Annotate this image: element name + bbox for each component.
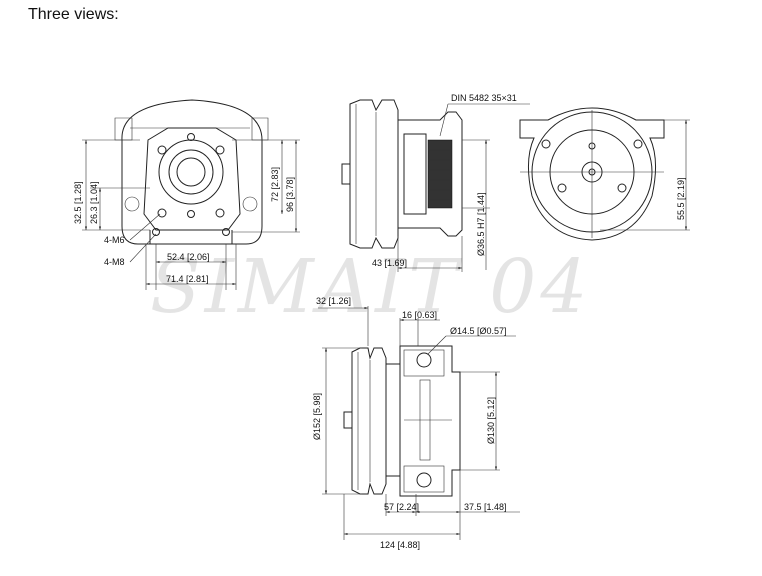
m6-hole-1	[157, 145, 167, 155]
top-pulley	[351, 347, 387, 495]
front-foot	[149, 230, 233, 245]
front-bore-inner	[176, 157, 206, 187]
side-spline-teeth	[428, 149, 452, 201]
rear-hole-3	[557, 183, 567, 193]
top-body-neck	[385, 363, 401, 477]
side-bore-label: Ø36.5 H7 [1.44]	[476, 192, 486, 256]
m8-hole-1	[152, 228, 160, 236]
top-dim-124: 124 [4.88]	[380, 540, 420, 550]
front-dim-52-4: 52.4 [2.06]	[167, 252, 210, 262]
rear-dim-55-5: 55.5 [2.19]	[676, 177, 686, 220]
front-dim-71-4: 71.4 [2.81]	[166, 274, 209, 284]
front-body-outline	[121, 99, 263, 245]
top-dim-flange: Ø130 [5.12]	[486, 397, 496, 444]
top-dim-37-5: 37.5 [1.48]	[464, 502, 507, 512]
rear-hole-2	[633, 139, 643, 149]
rear-hole-1	[541, 139, 551, 149]
rear-body-outline	[519, 107, 665, 241]
top-hub	[343, 411, 353, 429]
side-spline-label: DIN 5482 35×31	[451, 93, 517, 103]
m8-hole-2	[222, 228, 230, 236]
front-bracket	[143, 127, 241, 231]
front-dim-32-5: 32.5 [1.28]	[73, 181, 83, 224]
top-hole-label: Ø14.5 [Ø0.57]	[450, 326, 507, 336]
m6-hole-3	[157, 208, 167, 218]
rear-view: 55.5 [2.19]	[519, 107, 690, 241]
top-dim-32: 32 [1.26]	[316, 296, 351, 306]
watermark-text: SIMAIT 04	[150, 244, 591, 330]
m8-hole-3	[187, 133, 195, 141]
front-bore-mid	[168, 149, 214, 195]
m8-hole-4	[187, 210, 195, 218]
rear-hole-4	[617, 183, 627, 193]
side-view: DIN 5482 35×31 Ø36.5 H7 [1.44] 43 [1.69]	[341, 93, 530, 272]
m6-hole-2	[215, 145, 225, 155]
top-view: 32 [1.26] 16 [0.63] Ø14.5 [Ø0.57] Ø152 […	[312, 296, 520, 550]
front-label-m8: 4-M8	[104, 257, 125, 267]
front-label-m6: 4-M6	[104, 235, 125, 245]
front-dim-72: 72 [2.83]	[270, 167, 280, 202]
top-dim-pulley: Ø152 [5.98]	[312, 393, 322, 440]
top-dim-57: 57 [2.24]	[384, 502, 419, 512]
top-upper-lug	[403, 349, 445, 377]
side-housing	[403, 133, 427, 215]
page-heading: Three views:	[28, 6, 119, 23]
m6-hole-4	[215, 208, 225, 218]
front-left-boss	[124, 196, 140, 212]
front-dim-96: 96 [3.78]	[285, 177, 295, 212]
side-spline	[427, 139, 453, 209]
side-hub	[341, 163, 351, 185]
top-lower-lug	[403, 465, 445, 493]
top-dim-16: 16 [0.63]	[402, 310, 437, 320]
top-lower-hole	[416, 472, 432, 488]
top-upper-hole	[416, 352, 432, 368]
front-right-boss	[242, 196, 258, 212]
front-view: 32.5 [1.28] 26.3 [1.04] 72 [2.83] 96 [3.…	[73, 99, 300, 290]
front-dim-26-3: 26.3 [1.04]	[89, 181, 99, 224]
side-pulley	[349, 99, 399, 249]
side-dim-43: 43 [1.69]	[372, 258, 407, 268]
